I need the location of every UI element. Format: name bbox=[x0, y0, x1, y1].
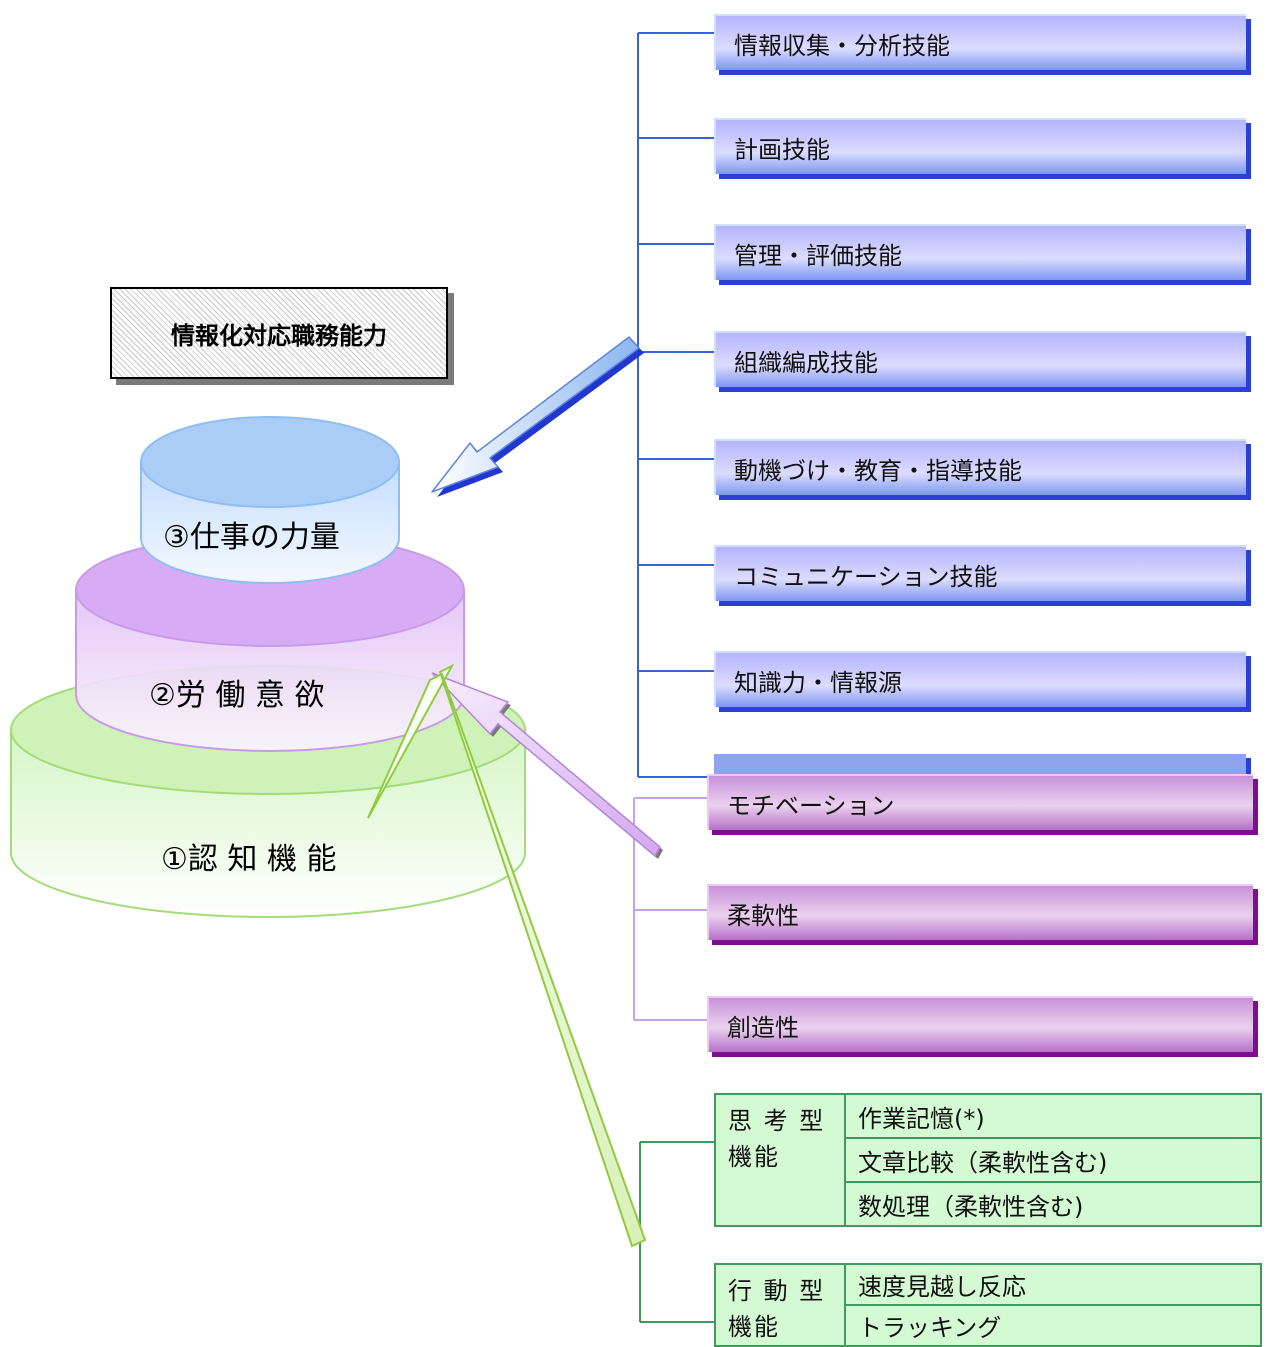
thinking-category: 思 考 型 機能 bbox=[714, 1093, 846, 1227]
label-cognitive: ①認 知 機 能 bbox=[161, 842, 337, 877]
label-motivation: ②労 働 意 欲 bbox=[149, 678, 325, 713]
action-category-line2: 機能 bbox=[728, 1313, 780, 1341]
skill-box: 動機づけ・教育・指導技能 bbox=[714, 439, 1246, 495]
thinking-category-line1: 思 考 型 bbox=[728, 1107, 826, 1135]
arrow-skills bbox=[431, 336, 644, 497]
skill-box: 情報収集・分析技能 bbox=[714, 14, 1246, 70]
function-item: 速度見越し反応 bbox=[844, 1263, 1262, 1306]
work-skill-strip bbox=[714, 754, 1246, 776]
cylinder-top bbox=[140, 416, 400, 584]
action-category-line1: 行 動 型 bbox=[728, 1277, 826, 1305]
thinking-category-line2: 機能 bbox=[728, 1143, 780, 1171]
action-category: 行 動 型 機能 bbox=[714, 1263, 846, 1347]
function-item: 作業記憶(*) bbox=[844, 1093, 1262, 1139]
function-item: 文章比較（柔軟性含む) bbox=[844, 1137, 1262, 1183]
functions-bracket bbox=[639, 1141, 714, 1323]
arrow-functions bbox=[367, 663, 647, 1248]
thinking-functions-table: 思 考 型 機能 作業記憶(*) 文章比較（柔軟性含む) 数処理（柔軟性含む) bbox=[714, 1093, 1262, 1227]
skill-box: 管理・評価技能 bbox=[714, 224, 1246, 280]
action-functions-table: 行 動 型 機能 速度見越し反応 トラッキング bbox=[714, 1263, 1262, 1347]
function-item: 数処理（柔軟性含む) bbox=[844, 1181, 1262, 1227]
skill-box: 知識力・情報源 bbox=[714, 651, 1246, 707]
function-item: トラッキング bbox=[844, 1304, 1262, 1347]
motivation-bracket bbox=[633, 797, 707, 1021]
motivation-box: 柔軟性 bbox=[707, 884, 1253, 940]
motivation-box: モチベーション bbox=[707, 774, 1253, 830]
diagram-title: 情報化対応職務能力 bbox=[110, 287, 448, 379]
motivation-box: 創造性 bbox=[707, 996, 1253, 1052]
skill-box: 計画技能 bbox=[714, 118, 1246, 174]
arrow-motivation bbox=[431, 672, 663, 859]
skill-box: コミュニケーション技能 bbox=[714, 545, 1246, 601]
label-competence: ③仕事の力量 bbox=[163, 520, 340, 555]
skill-box: 組織編成技能 bbox=[714, 331, 1246, 387]
work-skills-bracket bbox=[637, 32, 714, 778]
